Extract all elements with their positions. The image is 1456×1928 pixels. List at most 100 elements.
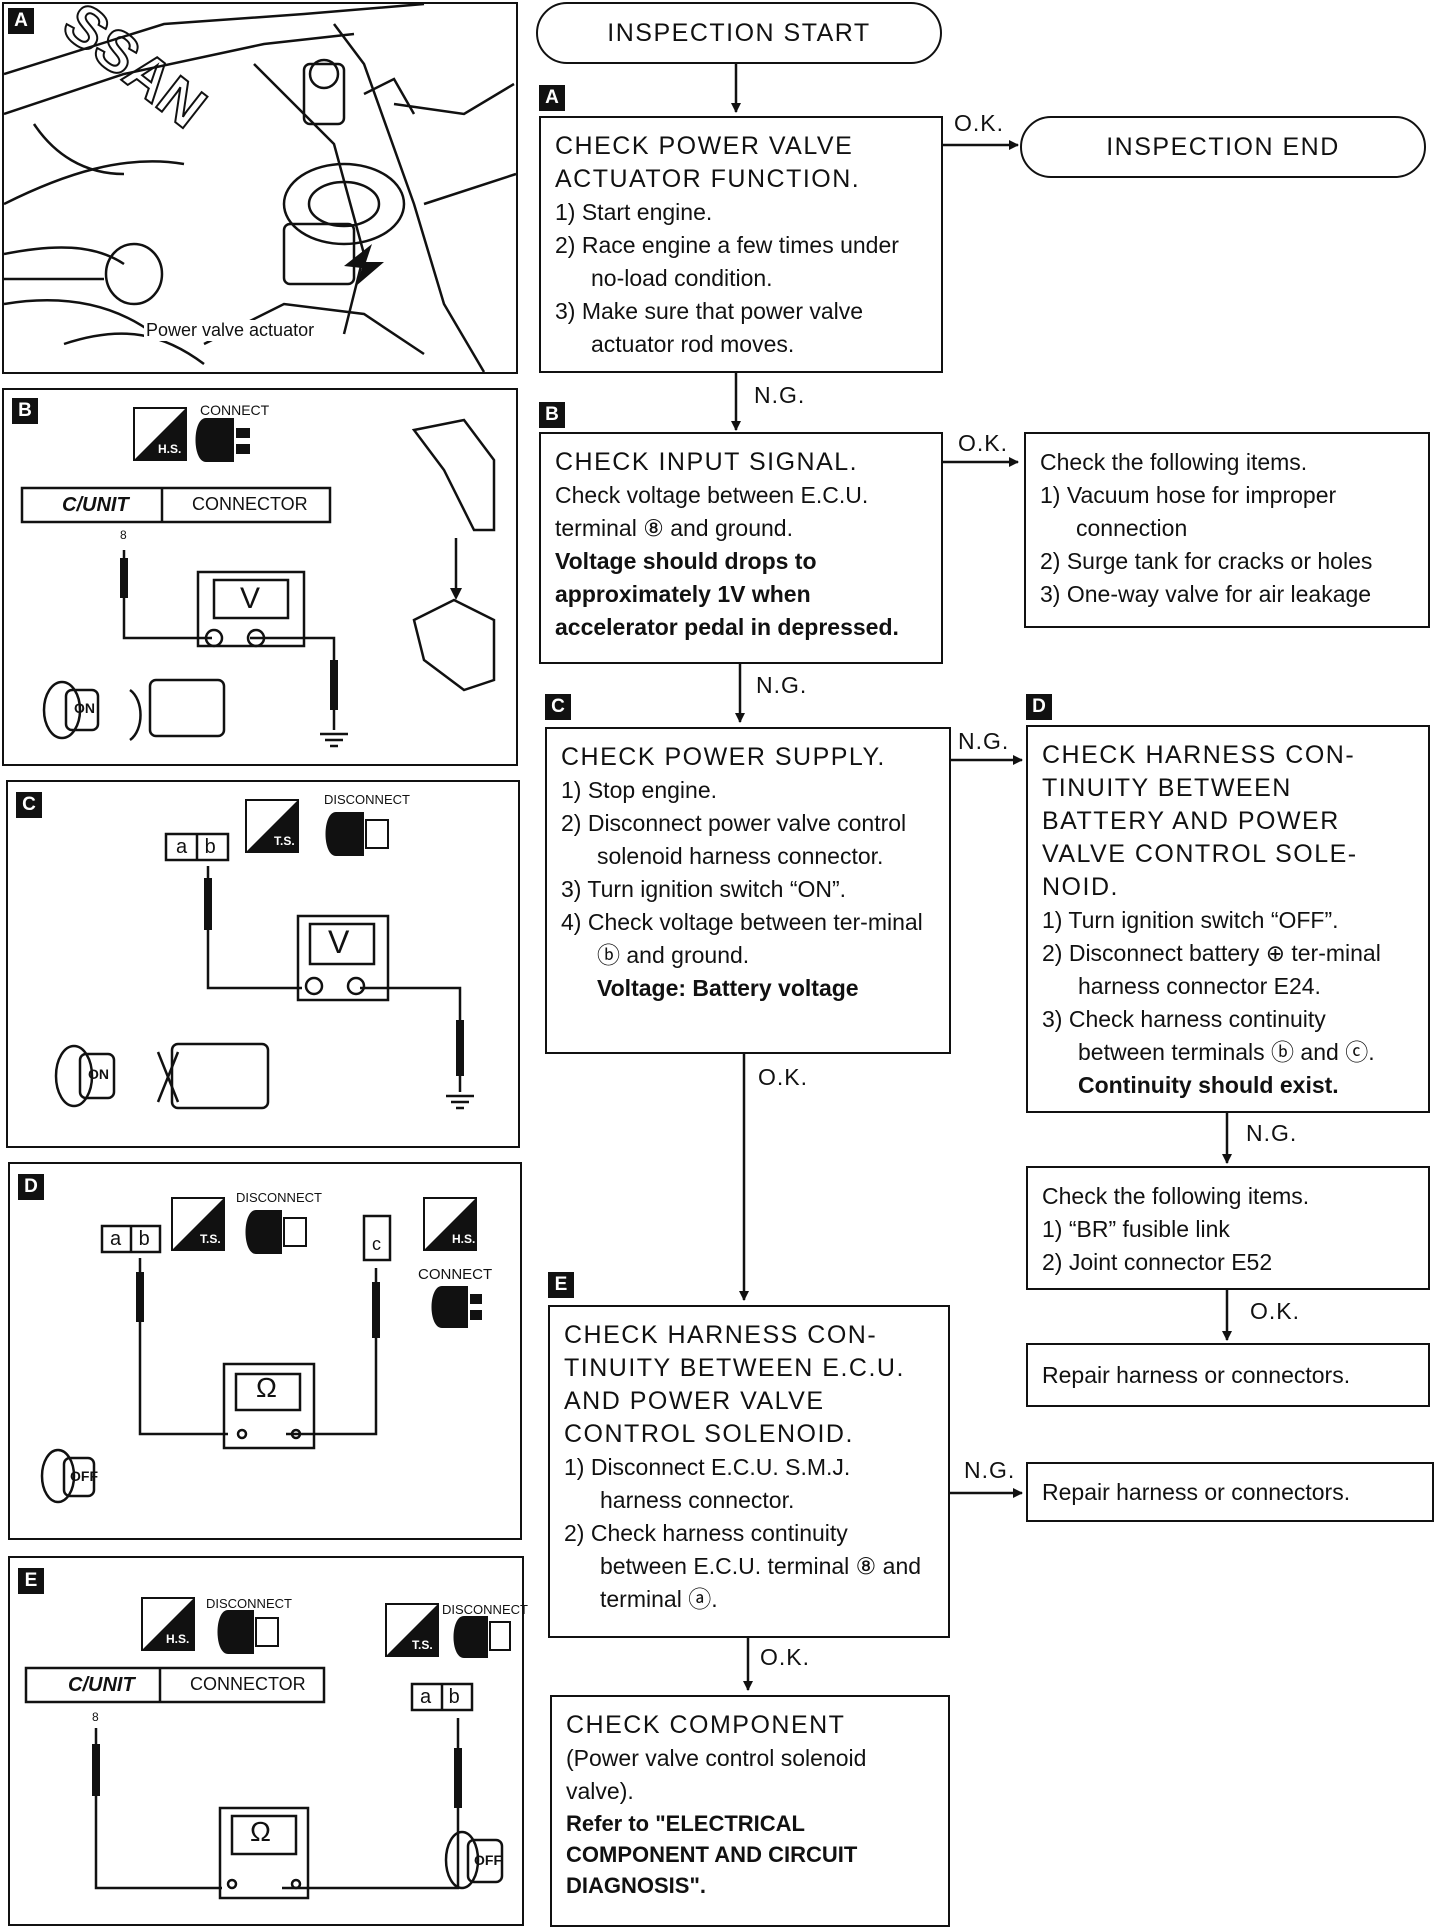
step-b-l1: Check voltage between E.C.U.: [555, 482, 869, 508]
component-l2: valve).: [566, 1778, 634, 1804]
check-b-i3: 3) One-way valve for air leakage: [1040, 581, 1372, 607]
step-c-s1: 1) Stop engine.: [561, 777, 718, 803]
ok-label-a: O.K.: [954, 110, 1005, 136]
ok-label-c: O.K.: [758, 1064, 809, 1090]
step-e-t2: TINUITY BETWEEN E.C.U.: [564, 1354, 905, 1382]
step-a-s1: 1) Start engine.: [555, 199, 713, 225]
panel-e-disconnect2: DISCONNECT: [442, 1602, 528, 1617]
panel-e-ts: T.S.: [412, 1638, 433, 1652]
panel-d-ts: T.S.: [200, 1232, 221, 1246]
ng-label-c: N.G.: [958, 728, 1010, 754]
panel-d-disconnect: DISCONNECT: [236, 1190, 322, 1205]
panel-b: B: [2, 388, 518, 766]
step-b-b3: accelerator pedal in depressed.: [555, 614, 899, 640]
step-e-t3: AND POWER VALVE: [564, 1387, 825, 1415]
ng-label-b: N.G.: [756, 672, 808, 698]
svg-text:SSAN: SSAN: [51, 4, 218, 141]
panel-b-letter: B: [12, 398, 38, 424]
engine-illustration: SSAN: [3, 0, 517, 373]
check-d-i2: 2) Joint connector E52: [1042, 1249, 1273, 1275]
step-d-continuity: Continuity should exist.: [1078, 1072, 1339, 1098]
panel-d-terminals: a b: [110, 1228, 156, 1250]
step-a-s3: 3) Make sure that power valve actuator r…: [555, 298, 864, 357]
step-b-b1: Voltage should drops to: [555, 548, 817, 574]
step-c-title: CHECK POWER SUPPLY.: [561, 743, 886, 771]
panel-d-circuit: [40, 1197, 482, 1504]
repair-box-1: Repair harness or connectors.: [1026, 1343, 1430, 1407]
step-c-letter: C: [545, 694, 571, 720]
repair-box-2: Repair harness or connectors.: [1026, 1462, 1434, 1522]
component-r1: Refer to "ELECTRICAL: [566, 1811, 805, 1836]
step-d-t2: TINUITY BETWEEN: [1042, 774, 1292, 802]
step-c-voltage: Voltage: Battery voltage: [597, 975, 859, 1001]
check-b-i1: 1) Vacuum hose for improper connection: [1040, 482, 1337, 541]
inspection-start: INSPECTION START: [536, 2, 942, 64]
panel-d-hs: H.S.: [452, 1232, 476, 1246]
panel-e-meter: Ω: [250, 1816, 271, 1847]
ok-label-e: O.K.: [760, 1644, 811, 1670]
step-a-letter: A: [539, 85, 565, 111]
step-e-t4: CONTROL SOLENOID.: [564, 1420, 854, 1448]
panel-d-switch: OFF: [70, 1468, 98, 1484]
step-d-box: CHECK HARNESS CON- TINUITY BETWEEN BATTE…: [1026, 725, 1430, 1113]
panel-e-terminal: 8: [92, 1710, 99, 1724]
step-b-letter: B: [539, 402, 565, 428]
step-c-s3: 3) Turn ignition switch “ON”.: [561, 876, 847, 902]
component-l1: (Power valve control solenoid: [566, 1745, 867, 1771]
panel-c-switch: ON: [88, 1066, 109, 1082]
panel-c-disconnect: DISCONNECT: [324, 792, 410, 807]
panel-e-circuit: [24, 1597, 511, 1900]
component-r2: COMPONENT AND CIRCUIT: [566, 1842, 858, 1867]
panel-c-letter: C: [16, 792, 42, 818]
step-a-box: CHECK POWER VALVE ACTUATOR FUNCTION. 1) …: [539, 116, 943, 373]
step-d-t5: NOID.: [1042, 873, 1119, 901]
step-d-t4: VALVE CONTROL SOLE-: [1042, 840, 1358, 868]
check-d-box: Check the following items. 1) “BR” fusib…: [1026, 1166, 1430, 1290]
panel-c-terminals: a b: [176, 836, 222, 858]
step-b-box: CHECK INPUT SIGNAL. Check voltage betwee…: [539, 432, 943, 664]
panel-c: C a b T.S. DISCONNECT: [6, 780, 520, 1148]
step-d-t3: BATTERY AND POWER: [1042, 807, 1340, 835]
step-e-s2: 2) Check harness continuity between E.C.…: [564, 1520, 922, 1612]
check-d-title: Check the following items.: [1042, 1183, 1310, 1209]
step-b-l2: terminal ⑧ and ground.: [555, 515, 793, 541]
panel-d-meter: Ω: [256, 1372, 277, 1403]
panel-d-connect: CONNECT: [418, 1266, 493, 1283]
component-title: CHECK COMPONENT: [566, 1711, 846, 1739]
panel-e-switch: OFF: [474, 1852, 502, 1868]
panel-e-disconnect: DISCONNECT: [206, 1596, 292, 1611]
panel-b-connector: CONNECTOR: [192, 494, 308, 514]
ng-label-a: N.G.: [754, 382, 806, 408]
step-a-title2: ACTUATOR FUNCTION.: [555, 165, 861, 193]
panel-b-meter: V: [240, 582, 261, 615]
check-b-title: Check the following items.: [1040, 449, 1308, 475]
ng-label-d: N.G.: [1246, 1120, 1298, 1146]
panel-a-letter: A: [8, 8, 34, 34]
panel-e-cunit: C/UNIT: [68, 1674, 135, 1696]
check-b-i2: 2) Surge tank for cracks or holes: [1040, 548, 1373, 574]
component-r3: DIAGNOSIS".: [566, 1873, 707, 1898]
panel-a-caption: Power valve actuator: [144, 320, 317, 341]
step-b-b2: approximately 1V when: [555, 581, 811, 607]
step-e-letter: E: [548, 1272, 574, 1298]
step-c-s2: 2) Disconnect power valve control soleno…: [561, 810, 907, 869]
step-c-s4: 4) Check voltage between ter-minal ⓑ and…: [561, 909, 923, 968]
check-d-i1: 1) “BR” fusible link: [1042, 1216, 1230, 1242]
step-a-s2: 2) Race engine a few times under no-load…: [555, 232, 899, 291]
inspection-end: INSPECTION END: [1020, 116, 1426, 178]
check-b-box: Check the following items. 1) Vacuum hos…: [1024, 432, 1430, 628]
panel-e-letter: E: [18, 1568, 44, 1594]
panel-d-terminal-c: c: [372, 1234, 381, 1254]
panel-e-hs: H.S.: [166, 1632, 190, 1646]
panel-c-ts: T.S.: [274, 834, 295, 848]
panel-e-connector: CONNECTOR: [190, 1674, 306, 1694]
panel-e-terminals: a b: [420, 1686, 466, 1708]
step-a-title1: CHECK POWER VALVE: [555, 132, 854, 160]
panel-d-letter: D: [18, 1174, 44, 1200]
step-d-t1: CHECK HARNESS CON-: [1042, 741, 1356, 769]
panel-b-switch: ON: [74, 700, 95, 716]
panel-c-circuit: [54, 799, 474, 1110]
panel-b-circuit: [20, 407, 496, 748]
panel-d: D a b c T.S. DISCONNECT H.S.: [8, 1162, 522, 1540]
